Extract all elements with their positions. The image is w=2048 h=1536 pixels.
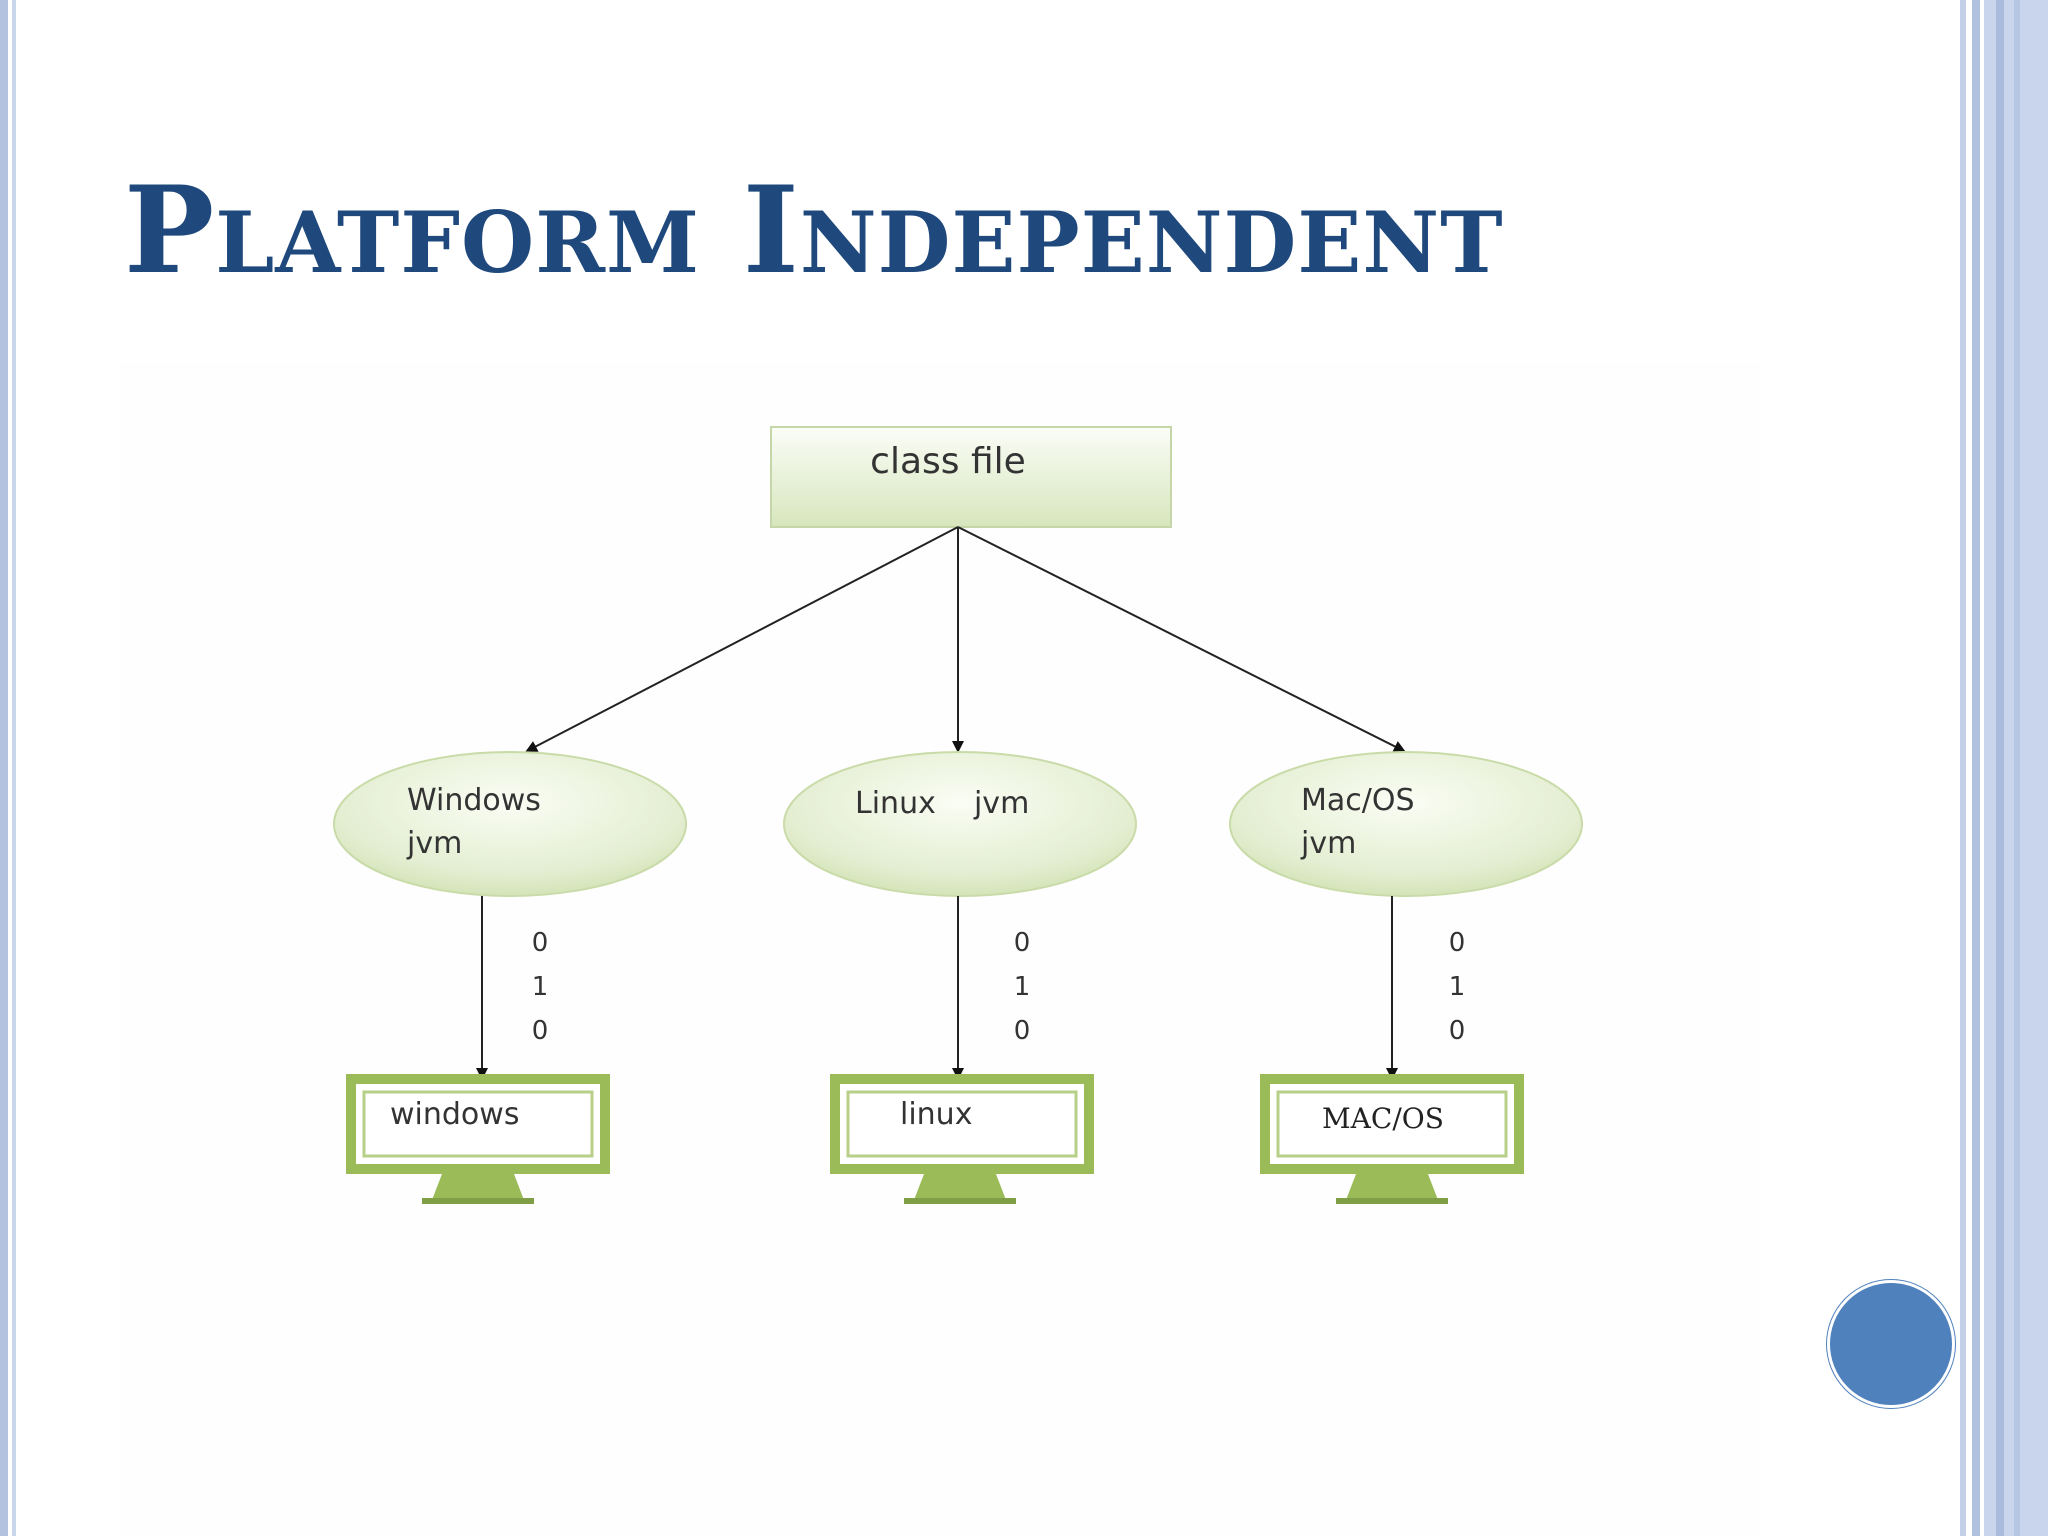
windows-jvm-node: Windows jvm — [333, 751, 687, 897]
class-file-node: class file — [770, 426, 1172, 528]
bytecode-digit: 0 — [1014, 1016, 1031, 1046]
slide-title: Platform Independent — [124, 160, 1504, 301]
bytecode-digit: 1 — [532, 972, 549, 1002]
right-border-stripe — [1972, 0, 1980, 1536]
windows-jvm-label-line2: jvm — [406, 826, 462, 861]
bytecode-linux: 0 1 0 — [1014, 928, 1031, 1046]
macos-machine-label: MAC/OS — [1322, 1102, 1444, 1135]
diagram-panel: class file Windows jvm Linux jvm Mac/OS … — [120, 362, 1760, 1536]
windows-machine-label: windows — [390, 1097, 519, 1132]
windows-monitor-icon: windows — [346, 1074, 610, 1204]
right-border-stripe — [2014, 0, 2020, 1536]
bytecode-digit: 0 — [1449, 1016, 1466, 1046]
bytecode-digit: 0 — [1449, 928, 1466, 958]
bytecode-macos: 0 1 0 — [1449, 928, 1466, 1046]
bytecode-digit: 1 — [1449, 972, 1466, 1002]
decorative-circle — [1827, 1280, 1955, 1408]
linux-monitor-icon: linux — [830, 1074, 1094, 1204]
bytecode-digit: 0 — [532, 928, 549, 958]
bytecode-digit: 1 — [1014, 972, 1031, 1002]
linux-machine-label: linux — [900, 1097, 972, 1132]
left-border-stripe — [0, 0, 8, 1536]
class-file-label: class file — [870, 441, 1026, 482]
bytecode-digit: 0 — [532, 1016, 549, 1046]
right-border-stripe — [1996, 0, 2004, 1536]
platform-diagram: class file Windows jvm Linux jvm Mac/OS … — [333, 426, 1583, 1204]
macos-jvm-node: Mac/OS jvm — [1229, 751, 1583, 897]
windows-jvm-label-line1: Windows — [407, 783, 541, 818]
macos-jvm-label-line1: Mac/OS — [1301, 783, 1415, 818]
bytecode-digit: 0 — [1014, 928, 1031, 958]
left-border-stripe — [12, 0, 16, 1536]
linux-jvm-node: Linux jvm — [783, 751, 1137, 897]
linux-jvm-label: Linux jvm — [855, 786, 1029, 821]
bytecode-windows: 0 1 0 — [532, 928, 549, 1046]
right-border-stripe — [1960, 0, 1966, 1536]
arrow-root-to-macos-jvm — [957, 526, 1406, 752]
arrow-root-to-windows-jvm — [525, 526, 959, 752]
macos-monitor-icon: MAC/OS — [1260, 1074, 1524, 1204]
macos-jvm-label-line2: jvm — [1300, 826, 1356, 861]
